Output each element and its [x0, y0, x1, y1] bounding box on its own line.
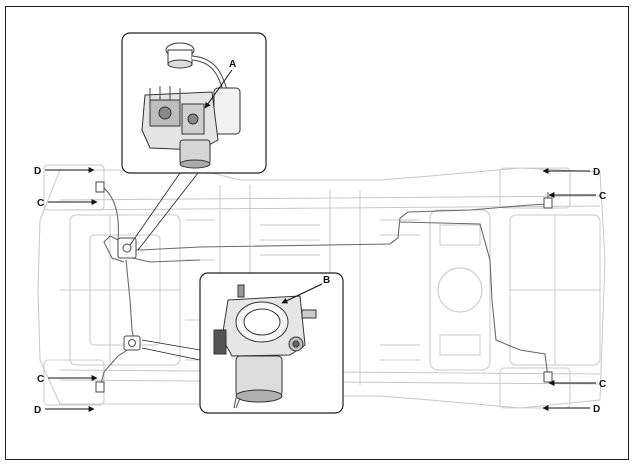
- callout-arrows: [45, 69, 596, 412]
- wheel-fitting-rear-right: [543, 371, 553, 383]
- pedal-simulator-mount: [123, 335, 141, 351]
- diagram-frame: [5, 6, 629, 460]
- callout-label-a: A: [229, 59, 236, 70]
- callout-label-d-rear-right: D: [593, 404, 600, 415]
- vehicle-chassis: [37, 164, 606, 409]
- callout-label-c-front-right: C: [599, 191, 606, 202]
- wheel-fitting-front-left: [95, 181, 105, 193]
- callout-label-d-front-right: D: [593, 167, 600, 178]
- callout-label-d-front-left: D: [34, 166, 41, 177]
- wheel-fitting-front-right: [543, 197, 553, 209]
- callout-label-c-rear-left: C: [37, 374, 44, 385]
- integrated-brake-actuator-illustration: [141, 42, 241, 169]
- pedal-simulator-illustration: [213, 284, 317, 409]
- callout-label-c-front-left: C: [37, 198, 44, 209]
- callout-label-b: B: [323, 275, 330, 286]
- hydraulic-unit-mount: [117, 237, 137, 259]
- callout-label-d-rear-left: D: [34, 405, 41, 416]
- wheel-fitting-rear-left: [95, 381, 105, 393]
- callout-label-c-rear-right: C: [599, 379, 606, 390]
